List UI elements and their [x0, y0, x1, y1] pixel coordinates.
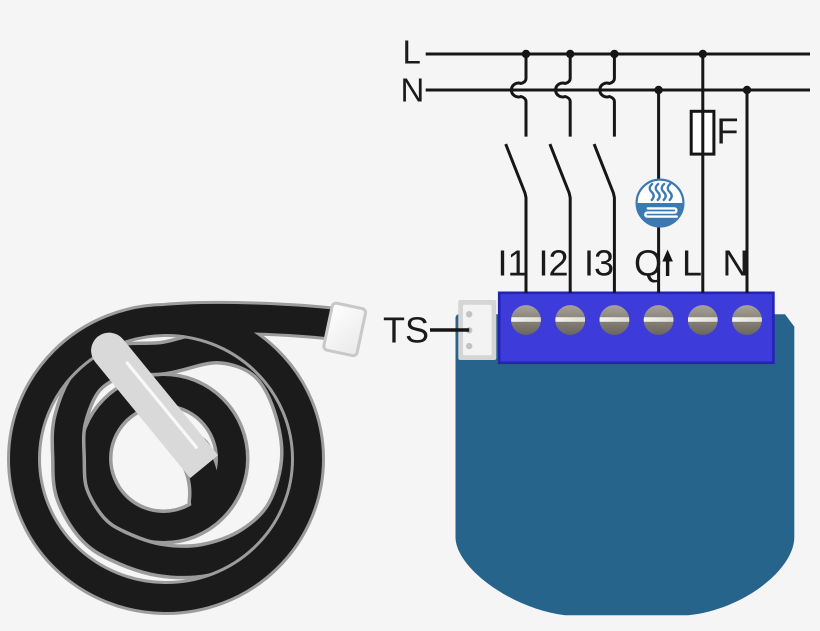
svg-text:TS: TS — [383, 309, 429, 350]
svg-text:L: L — [682, 243, 702, 284]
svg-text:L: L — [403, 34, 421, 71]
svg-text:N: N — [723, 243, 749, 284]
svg-text:I1: I1 — [498, 243, 528, 284]
svg-text:Q: Q — [634, 243, 662, 284]
svg-text:I2: I2 — [539, 243, 569, 284]
svg-text:N: N — [401, 71, 425, 108]
svg-text:F: F — [717, 110, 739, 151]
svg-text:I3: I3 — [584, 243, 614, 284]
